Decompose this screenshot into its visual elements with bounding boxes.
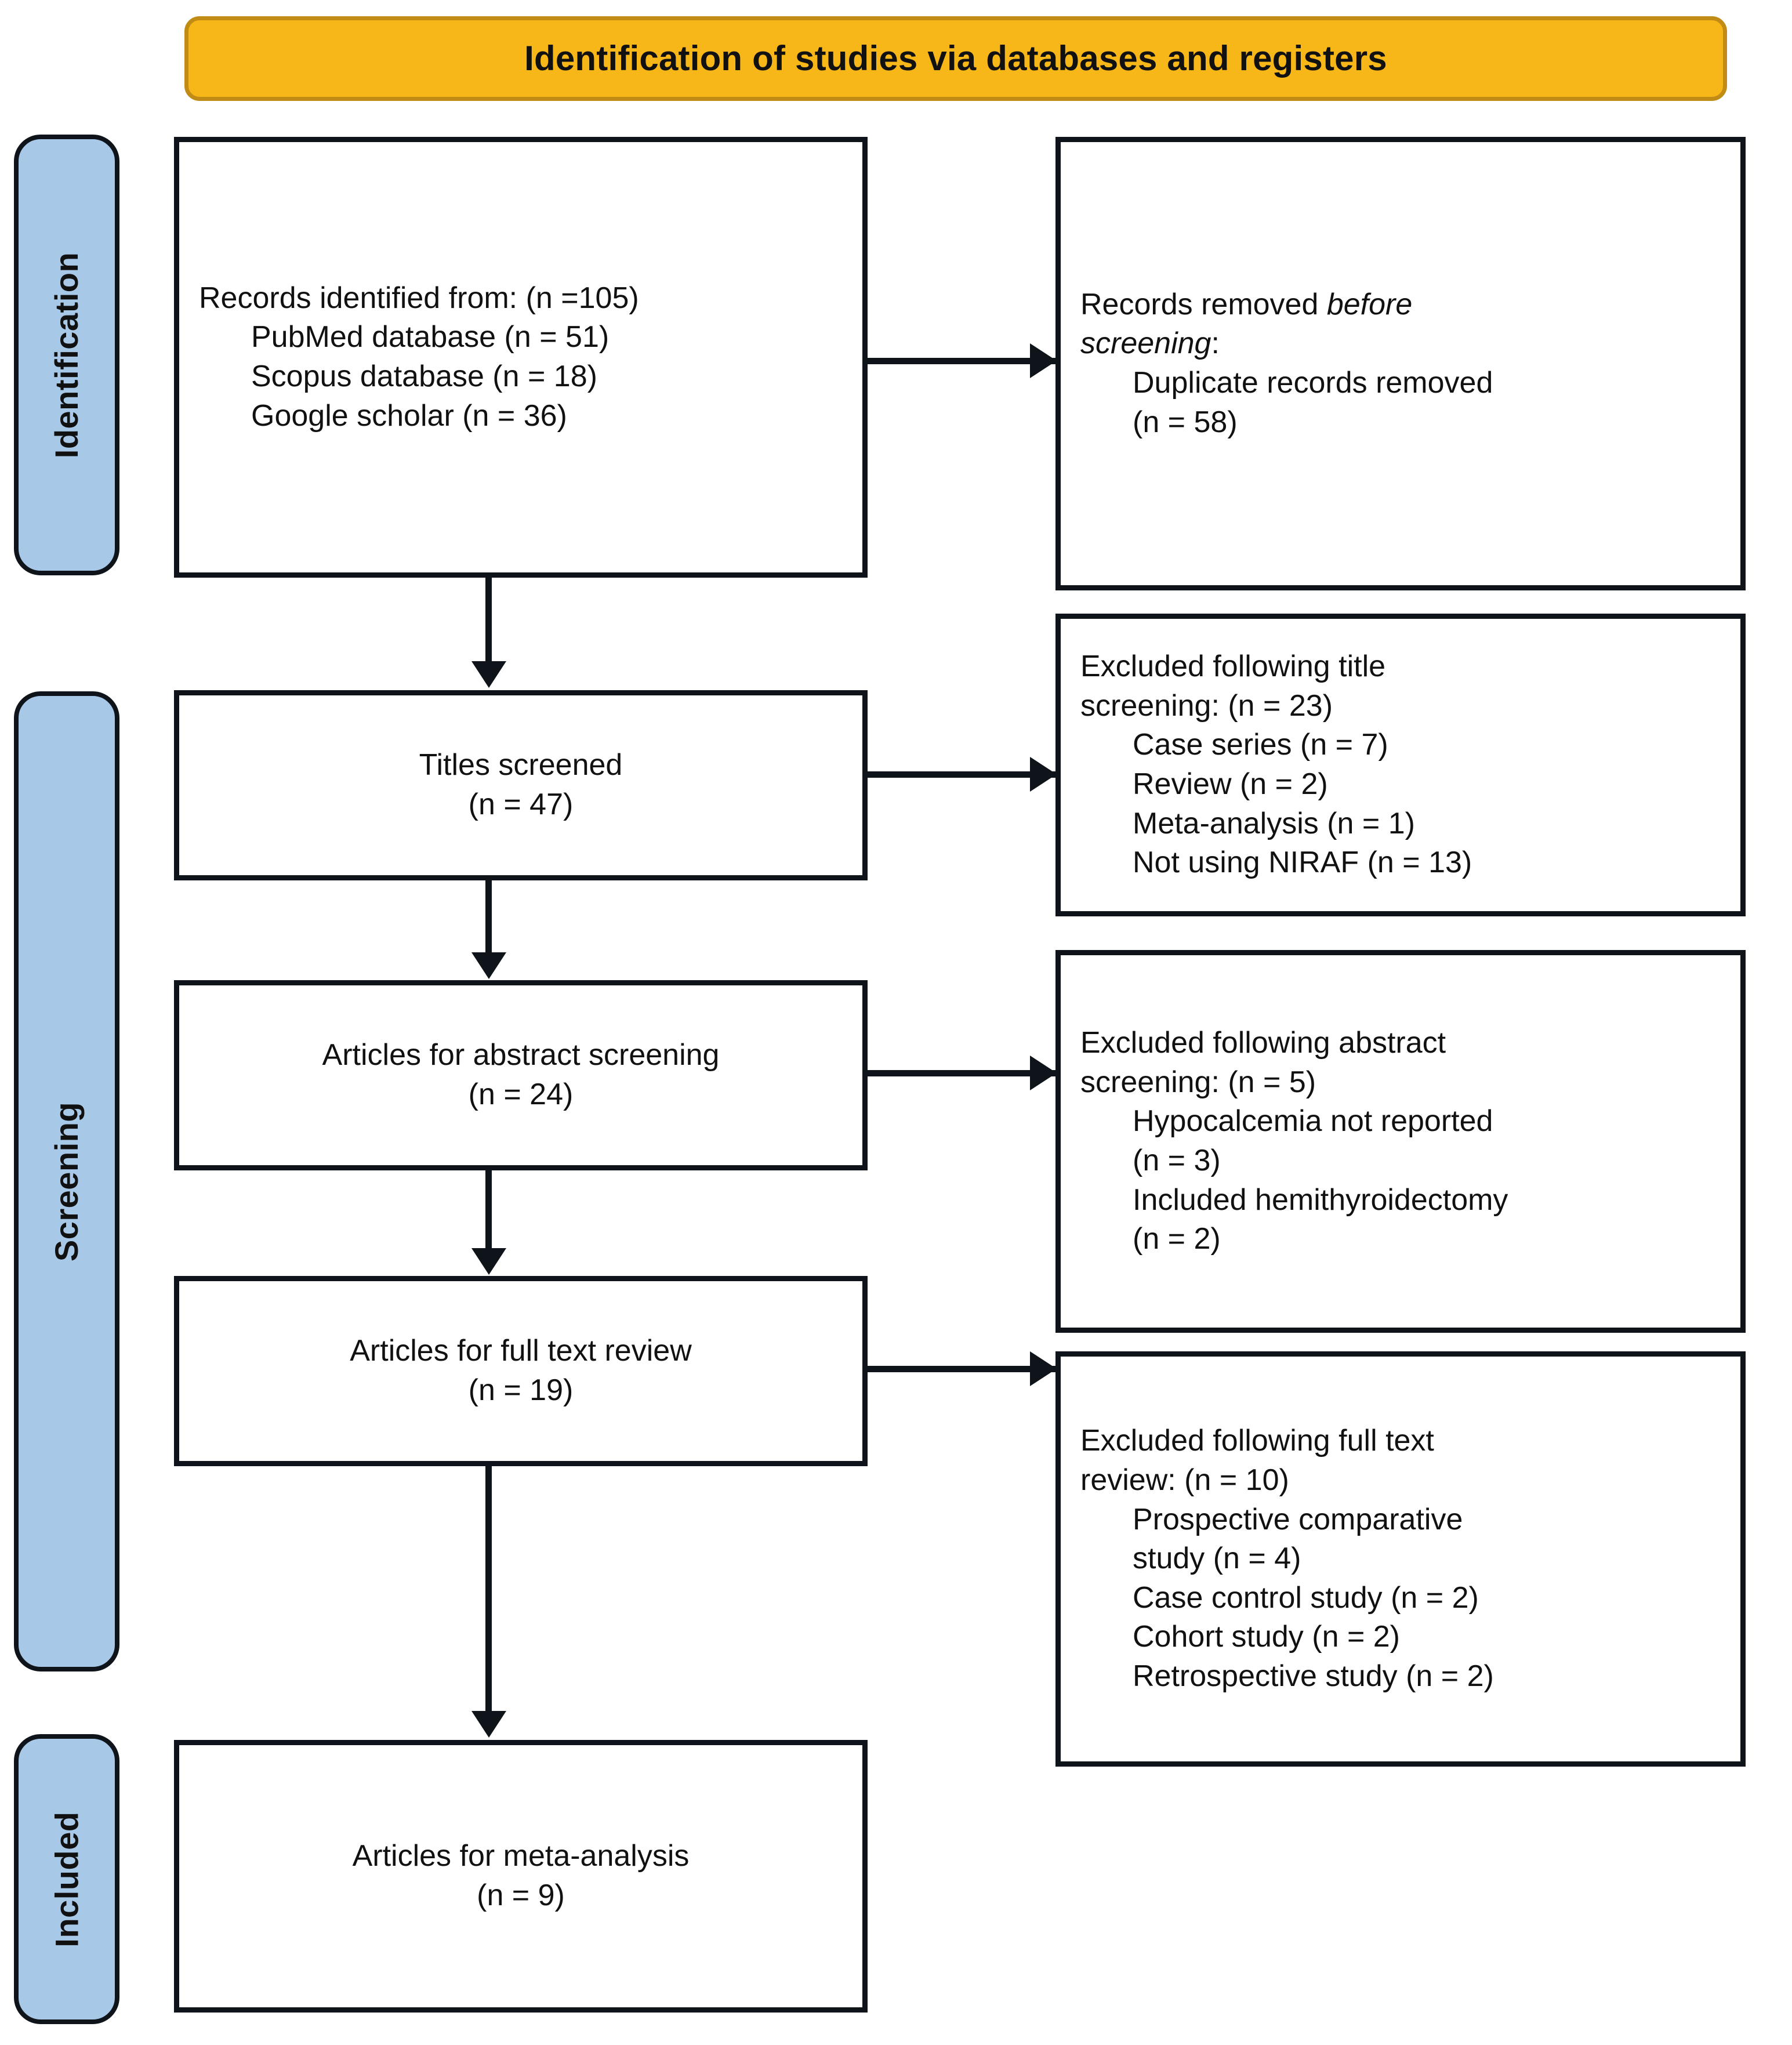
box-excluded-abstract-line-3: Hypocalcemia not reported xyxy=(1133,1104,1493,1138)
connector-line-fulltext-to-excluded-fulltext xyxy=(866,1366,1057,1372)
box-meta-analysis-line-1: Articles for meta-analysis xyxy=(352,1839,690,1873)
connector-line-identified-to-titles xyxy=(485,578,492,665)
box-records-identified-line-3: Scopus database (n = 18) xyxy=(251,360,597,393)
box-excluded-fulltext-line-6: Cohort study (n = 2) xyxy=(1133,1620,1400,1654)
arrow-down-icon-abstract-to-fulltext xyxy=(471,1248,506,1275)
box-excluded-full-text-review: Excluded following full text review: (n … xyxy=(1055,1351,1746,1767)
box-excluded-title-line-3: Case series (n = 7) xyxy=(1133,728,1388,762)
box-records-removed-line-2: screening: xyxy=(1080,324,1721,364)
stage-label-screening-text: Screening xyxy=(48,1101,85,1261)
diagram-header-banner: Identification of studies via databases … xyxy=(184,16,1727,101)
box-excluded-title-screening: Excluded following title screening: (n =… xyxy=(1055,614,1746,916)
diagram-title: Identification of studies via databases … xyxy=(524,39,1387,78)
box-excluded-abstract-line-2: screening: (n = 5) xyxy=(1080,1065,1316,1099)
box-excluded-fulltext-line-1: Excluded following full text xyxy=(1080,1424,1434,1458)
connector-line-abstract-to-fulltext xyxy=(485,1170,492,1250)
box-records-identified-line-2: PubMed database (n = 51) xyxy=(251,320,610,354)
box-excluded-title-line-1: Excluded following title xyxy=(1080,650,1386,684)
arrow-down-icon-titles-to-abstract xyxy=(471,952,506,979)
box-excluded-fulltext-line-2: review: (n = 10) xyxy=(1080,1463,1289,1498)
box-records-identified-line-1: Records identified from: (n =105) xyxy=(199,281,639,315)
box-abstract-screening-line-2: (n = 24) xyxy=(468,1078,574,1111)
arrow-down-icon-identified-to-titles xyxy=(471,661,506,688)
connector-line-titles-to-excluded-title xyxy=(866,771,1057,778)
arrow-down-icon-fulltext-to-meta xyxy=(471,1711,506,1738)
box-excluded-title-line-2: screening: (n = 23) xyxy=(1080,688,1333,723)
box-excluded-abstract-screening: Excluded following abstract screening: (… xyxy=(1055,950,1746,1333)
box-excluded-title-line-6: Not using NIRAF (n = 13) xyxy=(1133,846,1472,880)
connector-line-titles-to-abstract xyxy=(485,880,492,955)
connector-line-identified-to-removed xyxy=(866,358,1057,364)
records-removed-colon: : xyxy=(1211,327,1220,361)
connector-line-abstract-to-excluded-abstract xyxy=(866,1070,1057,1076)
arrow-right-icon-abstract-to-excluded-abstract xyxy=(1030,1056,1057,1090)
box-excluded-abstract-line-6: (n = 2) xyxy=(1133,1222,1221,1256)
stage-label-identification: Identification xyxy=(14,135,119,575)
arrow-right-icon-identified-to-removed xyxy=(1030,343,1057,378)
connector-line-fulltext-to-meta xyxy=(485,1466,492,1714)
box-full-text-review: Articles for full text review (n = 19) xyxy=(174,1276,868,1466)
box-records-identified-line-4: Google scholar (n = 36) xyxy=(251,398,567,433)
box-excluded-abstract-line-1: Excluded following abstract xyxy=(1080,1026,1446,1060)
box-excluded-fulltext-line-4: study (n = 4) xyxy=(1133,1542,1301,1576)
stage-label-included-text: Included xyxy=(48,1811,85,1948)
box-abstract-screening: Articles for abstract screening (n = 24) xyxy=(174,980,868,1170)
records-removed-italic-screening: screening xyxy=(1080,327,1211,361)
box-meta-analysis-line-2: (n = 9) xyxy=(477,1879,565,1912)
box-titles-screened: Titles screened (n = 47) xyxy=(174,690,868,880)
box-excluded-abstract-line-5: Included hemithyroidectomy xyxy=(1133,1183,1508,1217)
box-excluded-title-line-5: Meta-analysis (n = 1) xyxy=(1133,806,1415,840)
stage-label-included: Included xyxy=(14,1734,119,2024)
box-full-text-review-line-2: (n = 19) xyxy=(468,1373,574,1407)
stage-label-identification-text: Identification xyxy=(48,252,85,458)
box-excluded-abstract-line-4: (n = 3) xyxy=(1133,1144,1221,1177)
box-excluded-fulltext-line-7: Retrospective study (n = 2) xyxy=(1133,1659,1494,1693)
records-removed-italic-before: before xyxy=(1326,287,1413,321)
box-full-text-review-line-1: Articles for full text review xyxy=(350,1334,692,1368)
box-records-identified: Records identified from: (n =105) PubMed… xyxy=(174,137,868,578)
box-excluded-title-line-4: Review (n = 2) xyxy=(1133,767,1328,801)
box-records-removed: Records removed before screening: Duplic… xyxy=(1055,137,1746,590)
box-records-removed-line-3: Duplicate records removed xyxy=(1133,366,1493,400)
stage-label-screening: Screening xyxy=(14,691,119,1671)
arrow-right-icon-fulltext-to-excluded-fulltext xyxy=(1030,1351,1057,1386)
box-records-removed-line-1: Records removed before xyxy=(1080,285,1721,325)
box-titles-screened-line-1: Titles screened xyxy=(419,748,623,782)
box-abstract-screening-line-1: Articles for abstract screening xyxy=(322,1038,720,1072)
box-excluded-fulltext-line-5: Case control study (n = 2) xyxy=(1133,1580,1479,1615)
box-excluded-fulltext-line-3: Prospective comparative xyxy=(1133,1502,1463,1536)
box-meta-analysis: Articles for meta-analysis (n = 9) xyxy=(174,1740,868,2013)
box-titles-screened-line-2: (n = 47) xyxy=(468,788,574,821)
box-records-removed-line-4: (n = 58) xyxy=(1133,405,1238,439)
arrow-right-icon-titles-to-excluded-title xyxy=(1030,757,1057,792)
records-removed-plain: Records removed xyxy=(1080,287,1327,321)
